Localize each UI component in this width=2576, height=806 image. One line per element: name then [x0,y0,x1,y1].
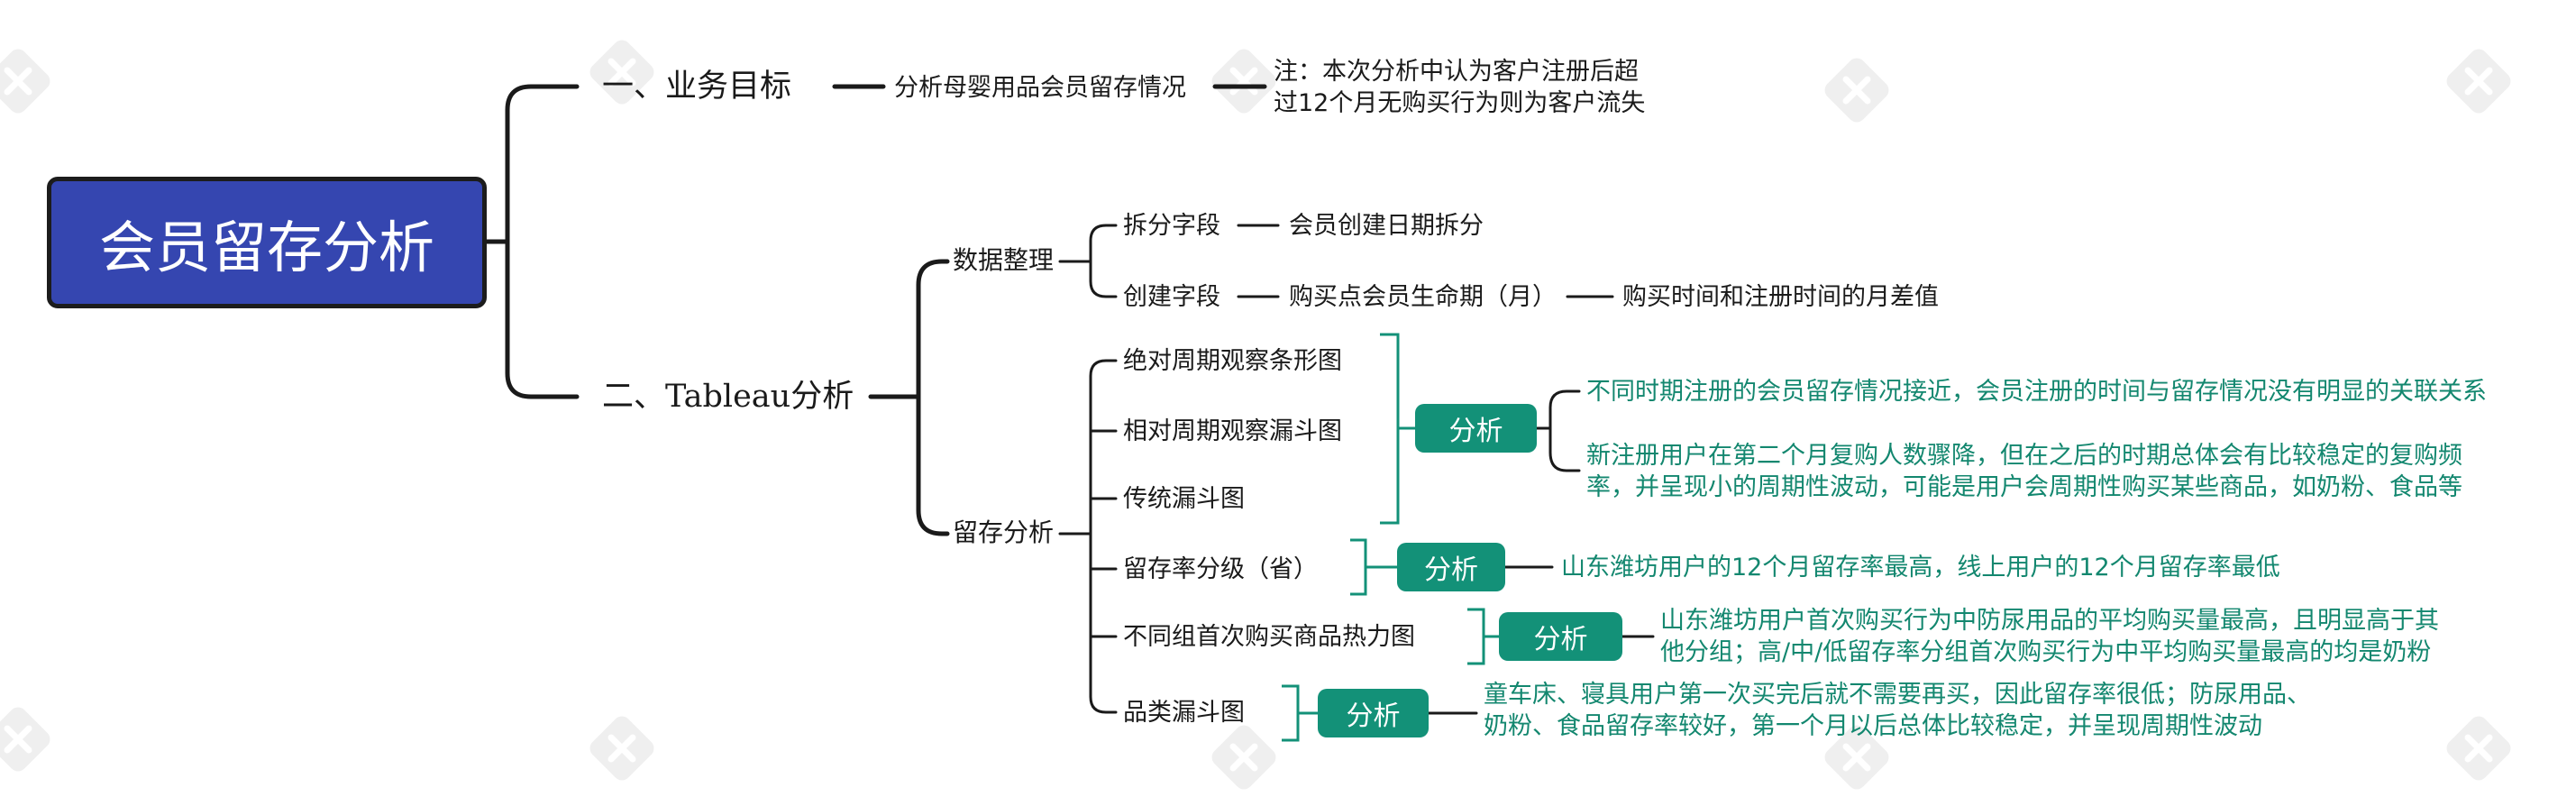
analysis-badge-3-label: 分析 [1533,624,1588,655]
analysis-badge-3[interactable]: 分析 [1499,612,1622,661]
topic-retention-item-4[interactable]: 留存率分级（省） [1123,555,1318,583]
finding-second-month-drop[interactable]: 新注册用户在第二个月复购人数骤降，但在之后的时期总体会有比较稳定的复购频 率，并… [1586,440,2462,503]
topic-retention-analysis[interactable]: 留存分析 [953,517,1055,547]
analysis-badge-4[interactable]: 分析 [1318,689,1429,737]
topic-create-field-detail[interactable]: 购买点会员生命期（月） [1289,283,1557,311]
topic-retention-item-2[interactable]: 相对周期观察漏斗图 [1123,417,1342,445]
goal-note-line-1: 注：本次分析中认为客户注册后超 [1274,58,1639,86]
topic-data-prep[interactable]: 数据整理 [953,245,1055,275]
finding-heatmap[interactable]: 山东潍坊用户首次购买行为中防尿用品的平均购买量最高，且明显高于其 他分组；高/中… [1660,605,2439,668]
xmind-watermark-icon [1199,712,1289,802]
topic-goal-detail[interactable]: 分析母婴用品会员留存情况 [894,74,1186,102]
analysis-badge-1-label: 分析 [1448,416,1503,447]
root-topic-label: 会员留存分析 [98,215,434,280]
finding-heatmap-line-2: 他分组；高/中/低留存率分组首次购买行为中平均购买量最高的均是奶粉 [1660,638,2432,667]
topic-business-goal-label: 一、业务目标 [602,69,792,105]
topic-retention-item-6[interactable]: 品类漏斗图 [1123,699,1245,727]
topic-retention-item-3[interactable]: 传统漏斗图 [1123,485,1245,513]
topic-goal-note[interactable]: 注：本次分析中认为客户注册后超 过12个月无购买行为则为客户流失 [1274,56,1645,119]
xmind-watermark-icon [0,694,63,784]
root-topic[interactable]: 会员留存分析 [47,177,487,308]
analysis-badge-1[interactable]: 分析 [1415,404,1537,453]
xmind-watermark-icon [2434,36,2524,126]
xmind-watermark-icon [2434,703,2524,793]
finding-category-funnel[interactable]: 童车床、寝具用户第一次买完后就不需要再买，因此留存率很低；防尿用品、 奶粉、食品… [1484,679,2311,742]
finding-province-retention[interactable]: 山东潍坊用户的12个月留存率最高，线上用户的12个月留存率最低 [1561,554,2280,582]
xmind-watermark-icon [1812,45,1902,135]
analysis-badge-2[interactable]: 分析 [1397,543,1505,591]
finding-category-line-1: 童车床、寝具用户第一次买完后就不需要再买，因此留存率很低；防尿用品、 [1484,681,2311,709]
analysis-badge-2-label: 分析 [1424,554,1478,586]
analysis-badge-4-label: 分析 [1346,701,1401,732]
topic-create-field-subdetail[interactable]: 购买时间和注册时间的月差值 [1622,283,1939,311]
topic-tableau-analysis[interactable]: 二、Tableau分析 [602,377,854,418]
topic-retention-item-5[interactable]: 不同组首次购买商品热力图 [1123,623,1415,651]
topic-business-goal[interactable]: 一、业务目标 [602,67,791,108]
goal-note-line-2: 过12个月无购买行为则为客户流失 [1274,89,1646,118]
finding-second-month-line-2: 率，并呈现小的周期性波动，可能是用户会周期性购买某些商品，如奶粉、食品等 [1586,473,2462,502]
finding-second-month-line-1: 新注册用户在第二个月复购人数骤降，但在之后的时期总体会有比较稳定的复购频 [1586,442,2462,470]
topic-split-field[interactable]: 拆分字段 [1123,212,1220,240]
finding-category-line-2: 奶粉、食品留存率较好，第一个月以后总体比较稳定，并呈现周期性波动 [1484,712,2262,741]
topic-split-field-detail[interactable]: 会员创建日期拆分 [1289,212,1484,240]
finding-registration-time[interactable]: 不同时期注册的会员留存情况接近，会员注册的时间与留存情况没有明显的关联关系 [1586,378,2487,406]
topic-retention-item-1[interactable]: 绝对周期观察条形图 [1123,347,1342,375]
xmind-watermark-icon [1812,712,1902,802]
finding-heatmap-line-1: 山东潍坊用户首次购买行为中防尿用品的平均购买量最高，且明显高于其 [1660,607,2439,635]
xmind-watermark-icon [0,36,63,126]
xmind-watermark-icon [577,703,667,793]
topic-tableau-analysis-label: 二、Tableau分析 [602,379,854,415]
topic-create-field[interactable]: 创建字段 [1123,283,1220,311]
xmind-watermark-icon [577,27,667,117]
